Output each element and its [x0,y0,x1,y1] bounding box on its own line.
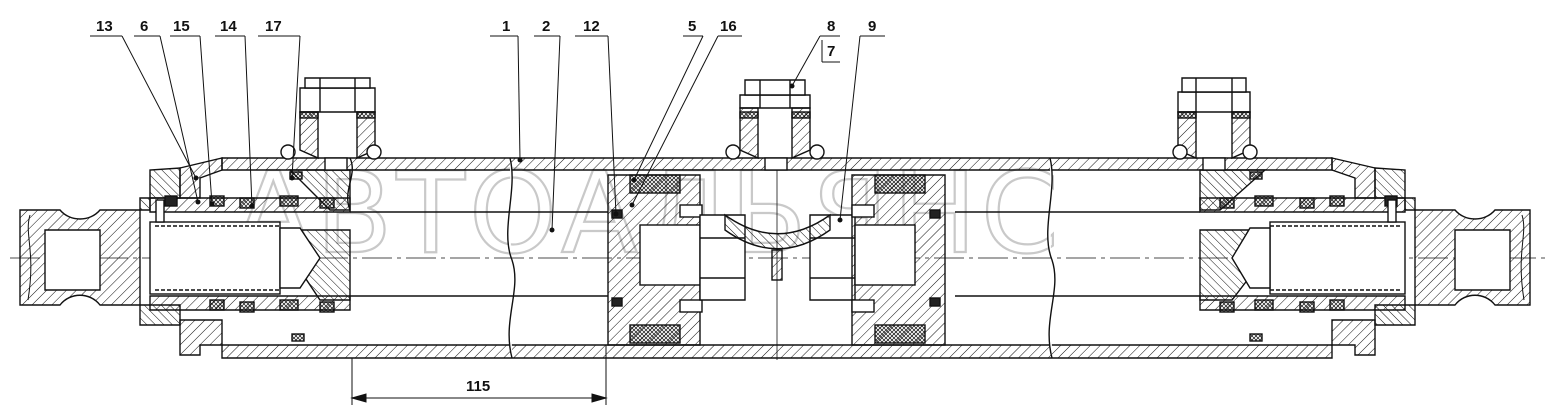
callout-15: 15 [173,18,190,35]
callout-leaders [90,35,885,231]
callout-9: 9 [868,18,876,35]
dimension-115 [350,345,608,405]
callout-2: 2 [542,18,550,35]
callout-labels: 13 6 15 14 17 1 2 12 5 16 8 7 9 [96,18,876,60]
callout-13: 13 [96,18,113,35]
callout-dots [193,83,843,233]
callout-1: 1 [502,18,510,35]
callout-8: 8 [827,18,835,35]
callout-17: 17 [265,18,282,35]
dimension-value: 115 [466,378,490,395]
callout-6: 6 [140,18,148,35]
callout-7: 7 [827,43,835,60]
callout-5: 5 [688,18,696,35]
callout-14: 14 [220,18,237,35]
callout-16: 16 [720,18,737,35]
callout-12: 12 [583,18,600,35]
